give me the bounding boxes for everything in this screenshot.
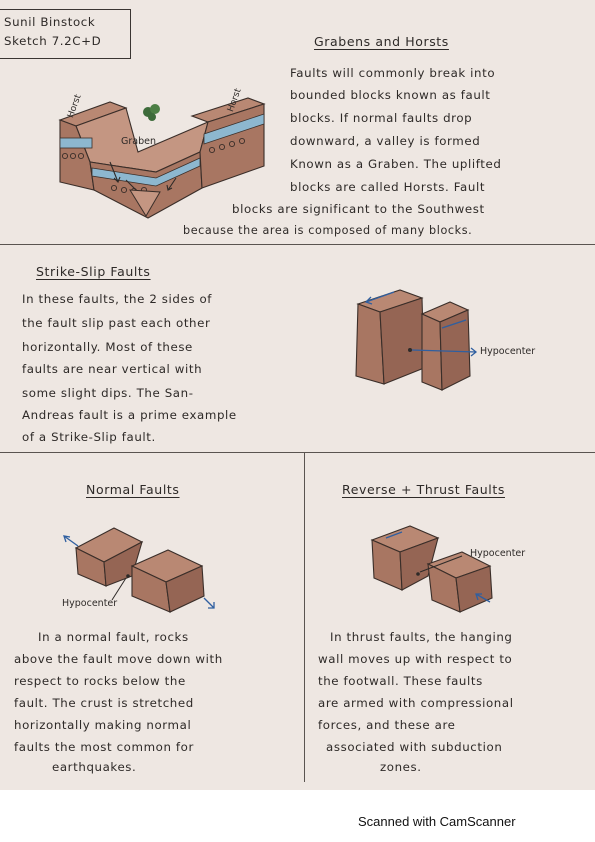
normal-line-5: horizontally making normal — [14, 718, 192, 732]
student-name: Sunil Binstock — [4, 15, 96, 29]
normal-hypocenter-label: Hypocenter — [62, 598, 118, 609]
nf-motion-arrows — [63, 535, 215, 609]
hypocenter-pointer — [408, 347, 478, 357]
scanned-page: Sunil Binstock Sketch 7.2C+D Grabens and… — [0, 0, 595, 790]
strike-slip-line-4: faults are near vertical with — [22, 362, 203, 376]
strike-slip-title: Strike-Slip Faults — [36, 264, 151, 279]
normal-fault-sketch — [63, 527, 215, 613]
left-water-layer — [59, 137, 93, 149]
reverse-line-6: associated with subduction — [326, 740, 503, 754]
strike-slip-line-7: of a Strike-Slip fault. — [22, 430, 156, 444]
normal-title: Normal Faults — [86, 482, 180, 497]
graben-wedge — [129, 189, 161, 217]
rf-motion-arrows — [385, 531, 491, 603]
normal-line-1: In a normal fault, rocks — [38, 630, 189, 644]
normal-line-7: earthquakes. — [52, 760, 137, 774]
ss-right-front — [421, 313, 443, 391]
tree-icon — [143, 104, 160, 121]
fault-arrows — [109, 161, 177, 193]
rf-left-side — [399, 537, 439, 591]
reverse-line-3: the footwall. These faults — [318, 674, 483, 688]
strike-slip-hypocenter-label: Hypocenter — [480, 346, 536, 357]
scanner-watermark: Scanned with CamScanner — [358, 814, 516, 829]
grabens-line-3: blocks. If normal faults drop — [290, 111, 473, 125]
strike-slip-line-5: some slight dips. The San- — [22, 386, 194, 400]
column-divider — [304, 452, 306, 782]
nf-hypocenter-pointer — [111, 574, 130, 601]
graben-label: Graben — [121, 136, 156, 147]
ss-left-side — [379, 297, 425, 385]
strike-slip-line-6: Andreas fault is a prime example — [22, 408, 237, 422]
reverse-line-4: are armed with compressional — [318, 696, 514, 710]
reverse-line-1: In thrust faults, the hanging — [330, 630, 513, 644]
reverse-hypocenter-label: Hypocenter — [470, 548, 526, 559]
rf-right-side — [455, 565, 493, 613]
strike-slip-line-1: In these faults, the 2 sides of — [22, 292, 213, 306]
strike-slip-line-2: the fault slip past each other — [22, 316, 211, 330]
normal-line-2: above the fault move down with — [14, 652, 223, 666]
normal-line-3: respect to rocks below the — [14, 674, 186, 688]
reverse-title: Reverse + Thrust Faults — [342, 482, 505, 497]
grabens-line-7: blocks are significant to the Southwest — [232, 202, 485, 216]
nf-right-side — [165, 565, 205, 613]
ss-motion-arrows — [364, 291, 467, 329]
grabens-line-1: Faults will commonly break into — [290, 66, 496, 80]
normal-line-6: faults the most common for — [14, 740, 194, 754]
right-water-layer — [203, 113, 265, 145]
grabens-line-8: because the area is composed of many blo… — [183, 224, 473, 237]
strike-slip-line-3: horizontally. Most of these — [22, 340, 193, 354]
reverse-line-7: zones. — [380, 760, 422, 774]
ss-right-side — [439, 309, 471, 391]
reverse-line-2: wall moves up with respect to — [318, 652, 513, 666]
name-box — [0, 9, 131, 59]
sketch-number: Sketch 7.2C+D — [4, 34, 102, 48]
section-divider-2 — [0, 452, 595, 454]
strike-slip-sketch — [355, 289, 478, 391]
normal-line-4: fault. The crust is stretched — [14, 696, 194, 710]
reverse-fault-sketch — [370, 525, 493, 613]
grabens-line-5: Known as a Graben. The uplifted — [290, 157, 502, 171]
rf-hypocenter-pointer — [416, 555, 463, 576]
grabens-line-4: downward, a valley is formed — [290, 134, 481, 148]
grabens-title: Grabens and Horsts — [314, 34, 449, 49]
graben-horst-sketch — [58, 97, 266, 219]
section-divider-1 — [0, 244, 595, 246]
grabens-line-2: bounded blocks known as fault — [290, 88, 491, 102]
grabens-line-6: blocks are called Horsts. Fault — [290, 180, 486, 194]
reverse-line-5: forces, and these are — [318, 718, 456, 732]
